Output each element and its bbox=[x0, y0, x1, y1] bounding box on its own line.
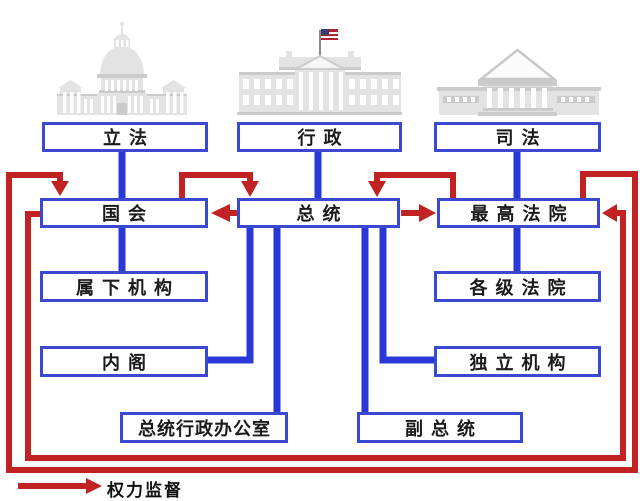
arrowhead-into-congress-right bbox=[211, 204, 230, 222]
box-legislative-label: 立法 bbox=[103, 128, 155, 149]
box-independent-agencies-label: 独立机构 bbox=[469, 352, 574, 374]
box-subordinate-agencies-label: 属下机构 bbox=[76, 277, 180, 299]
box-supreme-court: 最高法院 bbox=[437, 198, 600, 228]
arrowhead-into-congress-top bbox=[51, 181, 69, 196]
arrowhead-into-president-left bbox=[241, 181, 259, 197]
red-arrowheads bbox=[51, 181, 617, 494]
box-judicial-label: 司法 bbox=[495, 128, 548, 149]
box-supreme-court-label: 最高法院 bbox=[470, 204, 575, 225]
box-president-label: 总统 bbox=[296, 204, 349, 225]
white-house-icon bbox=[237, 29, 402, 115]
box-executive-label: 行政 bbox=[297, 128, 350, 149]
arrowhead-into-president-right bbox=[368, 181, 386, 197]
red-congress-to-president bbox=[179, 172, 253, 198]
capitol-building-icon bbox=[57, 22, 187, 115]
box-legislative: 立法 bbox=[42, 122, 208, 152]
box-executive-office: 总统行政办公室 bbox=[120, 412, 288, 443]
legend-arrowhead bbox=[86, 478, 102, 494]
box-executive-office-label: 总统行政办公室 bbox=[138, 418, 271, 440]
box-independent-agencies: 独立机构 bbox=[434, 346, 601, 377]
red-supremecourt-to-president bbox=[374, 172, 456, 198]
legend-label: 权力监督 bbox=[107, 481, 183, 501]
blue-connectors bbox=[118, 152, 521, 414]
box-congress: 国会 bbox=[40, 198, 208, 228]
box-courts-all-levels-label: 各级法院 bbox=[469, 277, 574, 299]
box-vice-president: 副总统 bbox=[357, 412, 523, 443]
box-congress-label: 国会 bbox=[102, 204, 154, 225]
box-courts-all-levels: 各级法院 bbox=[434, 271, 601, 302]
box-cabinet-label: 内阁 bbox=[102, 352, 154, 374]
line-president-independent bbox=[379, 227, 436, 364]
supreme-court-icon bbox=[437, 48, 601, 116]
us-flag-icon bbox=[321, 29, 338, 40]
box-president: 总统 bbox=[237, 198, 400, 228]
box-cabinet: 内阁 bbox=[40, 346, 208, 377]
box-subordinate-agencies: 属下机构 bbox=[40, 271, 208, 302]
box-vice-president-label: 副总统 bbox=[405, 418, 483, 440]
box-executive: 行政 bbox=[237, 122, 402, 152]
red-supremecourt-loop-to-congress bbox=[6, 171, 638, 473]
line-president-cabinet bbox=[206, 227, 254, 364]
red-supervision-lines bbox=[6, 171, 638, 489]
arrowhead-into-supremecourt-left bbox=[419, 204, 436, 222]
arrowhead-into-supremecourt-right bbox=[602, 204, 617, 222]
red-congress-loop-to-supremecourt bbox=[25, 210, 626, 461]
box-judicial: 司法 bbox=[434, 122, 601, 152]
